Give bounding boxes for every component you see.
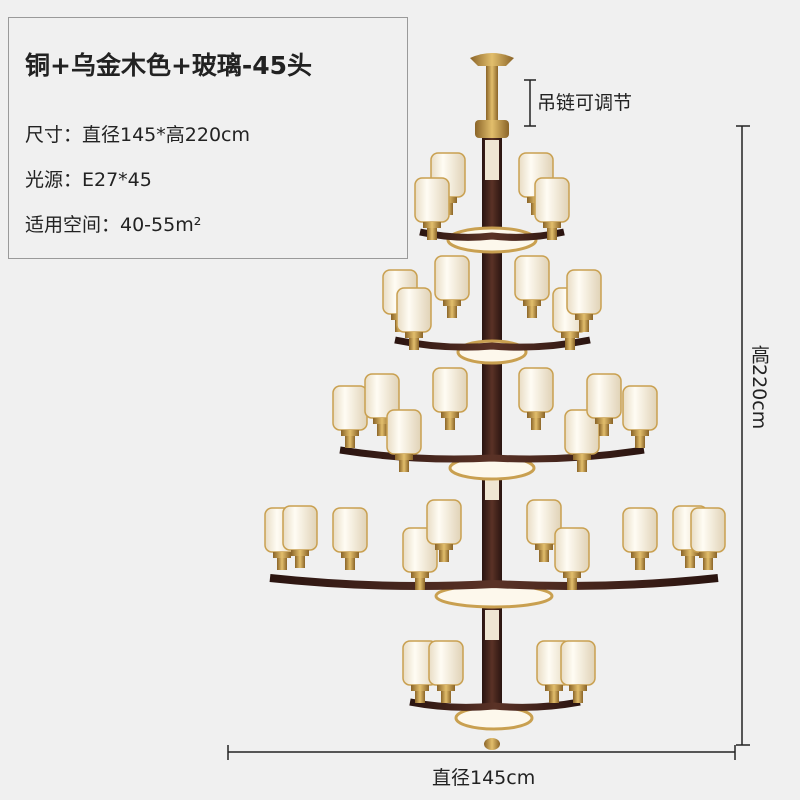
diameter-dimension-line <box>227 745 736 760</box>
chain-dimension-marker <box>524 79 536 127</box>
chain-adjustable-label: 吊链可调节 <box>537 92 633 114</box>
height-label: 高220cm <box>748 345 770 430</box>
tier-1 <box>414 152 570 254</box>
spec-box: 铜+乌金木色+玻璃-45头 尺寸：直径145*高220cm 光源：E27*45 … <box>8 17 408 259</box>
height-dimension-line <box>736 125 750 746</box>
space-spec: 适用空间：40-55m² <box>25 214 202 236</box>
size-spec: 尺寸：直径145*高220cm <box>25 124 250 146</box>
product-title: 铜+乌金木色+玻璃-45头 <box>25 51 313 80</box>
tier-2 <box>382 255 602 365</box>
tier-5 <box>402 640 596 731</box>
tier-4 <box>264 499 726 609</box>
tier-3 <box>332 367 658 481</box>
light-source-spec: 光源：E27*45 <box>25 169 152 191</box>
diameter-label: 直径145cm <box>432 767 536 789</box>
canopy <box>470 53 514 138</box>
